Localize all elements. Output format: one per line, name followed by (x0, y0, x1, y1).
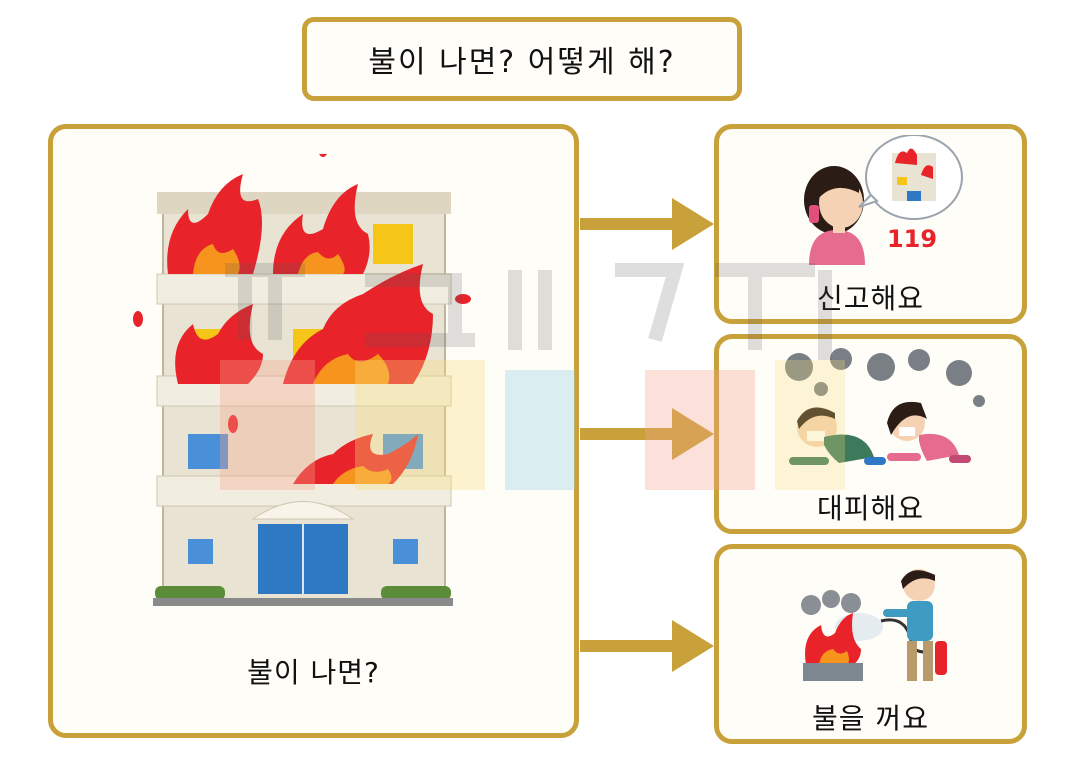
page-title: 불이 나면? 어떻게 해? (368, 45, 676, 80)
arrow-to-evacuate (580, 408, 714, 460)
evacuate-caption: 대피해요 (816, 492, 925, 525)
evacuate-panel: 대피해요 (714, 334, 1027, 534)
report-caption: 신고해요 (816, 282, 925, 315)
report-panel: 119 신고해요 (714, 124, 1027, 324)
main-caption: 불이 나면? (247, 656, 380, 689)
extinguish-caption: 불을 꺼요 (812, 702, 929, 735)
fire-extinguisher-illustration (801, 569, 947, 681)
burning-building-illustration (133, 154, 471, 606)
arrow-to-extinguish (580, 620, 714, 672)
extinguish-panel: 불을 꺼요 (714, 544, 1027, 744)
phone-number-119: 119 (887, 225, 937, 253)
arrow-to-report (580, 198, 714, 250)
phone-call-illustration: 119 (804, 135, 963, 265)
title-box: 불이 나면? 어떻게 해? (302, 17, 742, 101)
burning-building-panel: 불이 나면? (48, 124, 579, 738)
crawling-evacuation-illustration (785, 348, 985, 465)
